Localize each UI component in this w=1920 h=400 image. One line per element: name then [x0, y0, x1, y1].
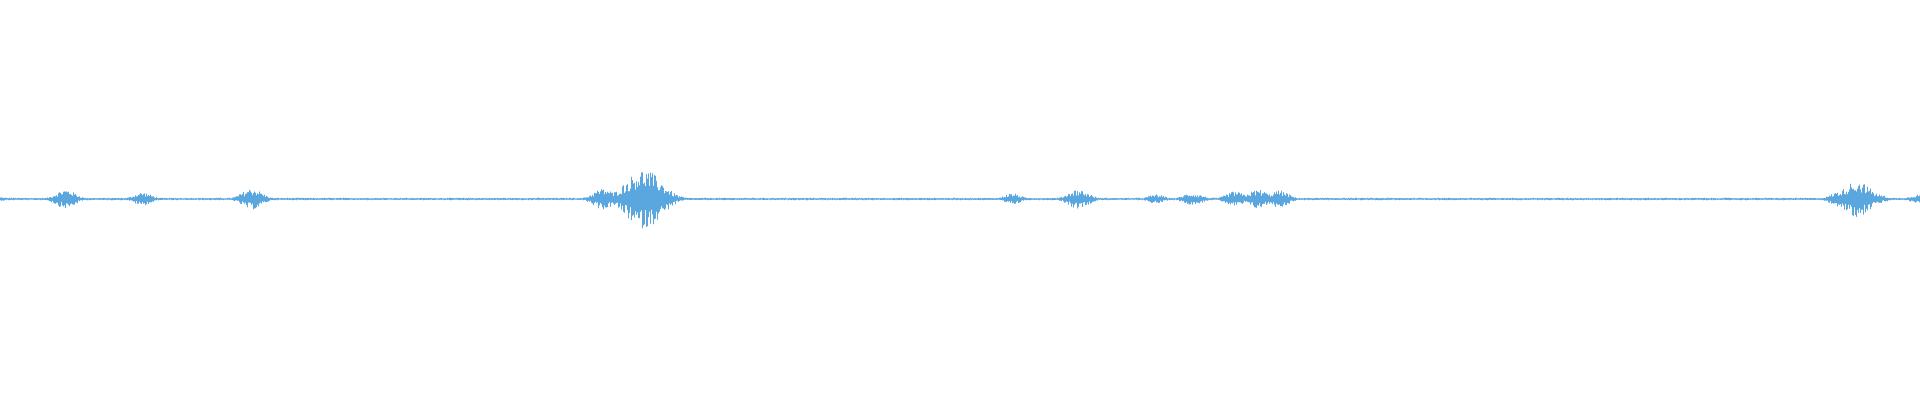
waveform-trace	[0, 172, 1920, 229]
waveform-samples	[0, 172, 1920, 229]
